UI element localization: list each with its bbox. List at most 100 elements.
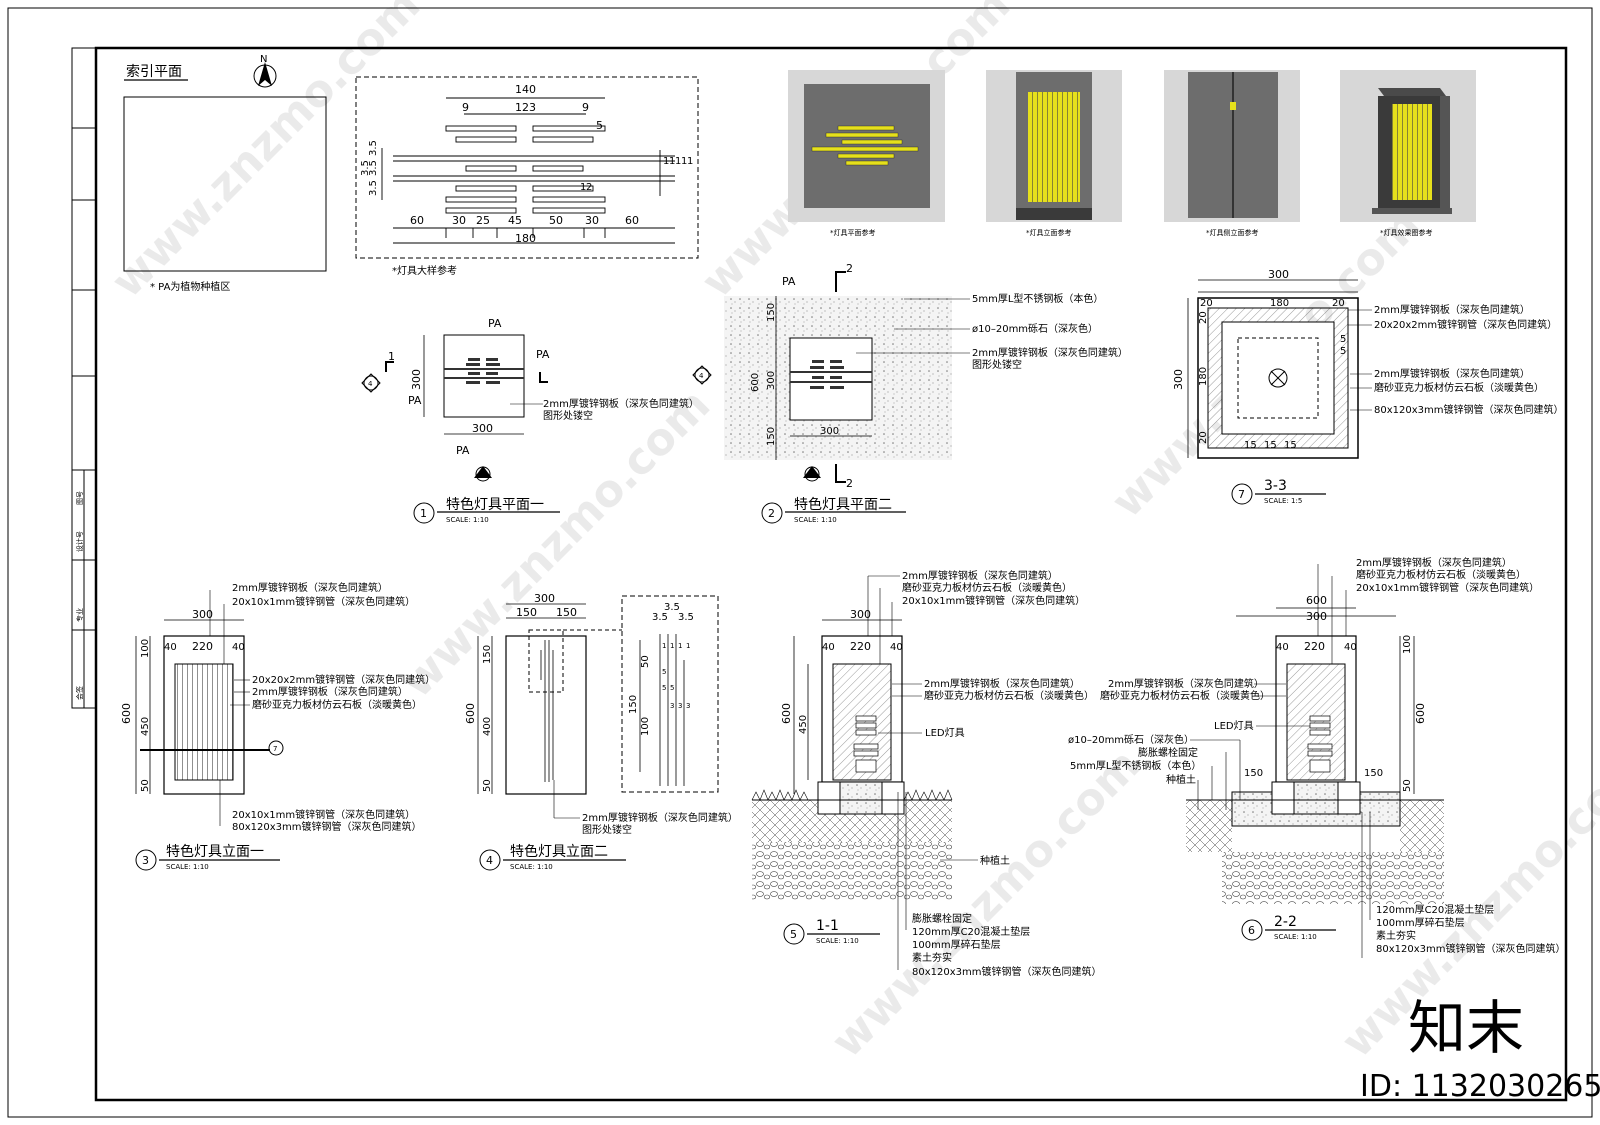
svg-text:220: 220 xyxy=(850,640,871,653)
svg-text:150: 150 xyxy=(628,695,639,714)
svg-text:ø10–20mm砾石（深灰色）: ø10–20mm砾石（深灰色） xyxy=(972,322,1098,335)
svg-text:300: 300 xyxy=(192,608,213,621)
svg-text:膨胀螺栓固定: 膨胀螺栓固定 xyxy=(1138,746,1198,759)
dim-label: 60 xyxy=(625,214,639,227)
svg-text:40: 40 xyxy=(890,642,903,653)
svg-text:20x10x1mm镀锌钢管（深灰色同建筑）: 20x10x1mm镀锌钢管（深灰色同建筑） xyxy=(232,595,415,608)
svg-text:PA: PA xyxy=(782,275,796,288)
svg-text:磨砂亚克力板材仿云石板（淡暖黄色）: 磨砂亚克力板材仿云石板（淡暖黄色） xyxy=(924,689,1094,702)
svg-text:图形处镂空: 图形处镂空 xyxy=(543,409,593,422)
svg-text:1: 1 xyxy=(678,642,682,650)
svg-text:4: 4 xyxy=(699,372,704,380)
svg-text:150: 150 xyxy=(766,427,777,446)
svg-text:20x10x1mm镀锌钢管（深灰色同建筑）: 20x10x1mm镀锌钢管（深灰色同建筑） xyxy=(902,594,1085,607)
index-plan: 索引平面 N * PA为植物种植区 xyxy=(123,54,327,293)
svg-text:40: 40 xyxy=(1344,642,1357,653)
svg-text:220: 220 xyxy=(1304,640,1325,653)
svg-text:600: 600 xyxy=(120,703,133,724)
svg-text:2mm厚镀锌钢板（深灰色同建筑）: 2mm厚镀锌钢板（深灰色同建筑） xyxy=(1356,556,1512,569)
svg-text:40: 40 xyxy=(232,642,245,653)
section-mark-icon: 3 xyxy=(474,466,492,482)
svg-text:图形处镂空: 图形处镂空 xyxy=(582,823,632,836)
title-block-label: 会签 xyxy=(75,686,84,700)
dim-label: 123 xyxy=(515,101,536,114)
dim-label: 140 xyxy=(515,83,536,96)
svg-text:3: 3 xyxy=(809,471,813,479)
svg-text:100: 100 xyxy=(140,639,151,658)
svg-text:150: 150 xyxy=(556,606,577,619)
svg-text:120mm厚C20混凝土垫层: 120mm厚C20混凝土垫层 xyxy=(1376,903,1494,916)
svg-text:450: 450 xyxy=(798,715,809,734)
dim-label: 25 xyxy=(476,214,490,227)
svg-text:2mm厚镀锌钢板（深灰色同建筑）: 2mm厚镀锌钢板（深灰色同建筑） xyxy=(902,569,1058,582)
svg-text:300: 300 xyxy=(1306,610,1327,623)
dim-label: 9 xyxy=(582,101,589,114)
section-2-2: 600 300 40 220 40 100 600 50 150 150 2mm… xyxy=(1068,556,1566,958)
svg-text:1: 1 xyxy=(420,507,427,520)
svg-text:15: 15 xyxy=(1284,440,1297,451)
lamp-detail: 140 123 9 9 5 3.5 3.5 3.5 3.5 1 1 1 1 1 … xyxy=(355,76,699,277)
dim-label: 30 xyxy=(585,214,599,227)
title-block-label: 图号 xyxy=(76,491,84,505)
ref-side-image: *灯具侧立面参考 xyxy=(1164,70,1300,237)
svg-text:7: 7 xyxy=(1238,488,1245,501)
dim-label: 30 xyxy=(452,214,466,227)
svg-text:300: 300 xyxy=(820,426,839,437)
svg-text:80x120x3mm镀锌钢管（深灰色同建筑）: 80x120x3mm镀锌钢管（深灰色同建筑） xyxy=(1374,403,1564,416)
svg-text:180: 180 xyxy=(1198,367,1209,386)
dim-label: 9 xyxy=(462,101,469,114)
svg-text:20x20x2mm镀锌钢管（深灰色同建筑）: 20x20x2mm镀锌钢管（深灰色同建筑） xyxy=(1374,318,1557,331)
svg-text:*灯具立面参考: *灯具立面参考 xyxy=(1026,228,1072,237)
svg-text:磨砂亚克力板材仿云石板（淡暖黄色）: 磨砂亚克力板材仿云石板（淡暖黄色） xyxy=(1356,568,1526,581)
svg-text:4: 4 xyxy=(486,854,493,867)
svg-text:600: 600 xyxy=(750,373,761,392)
svg-text:特色灯具平面二: 特色灯具平面二 xyxy=(794,496,892,513)
dim-label: 1 xyxy=(669,156,675,167)
dim-label: 2 xyxy=(586,182,592,193)
lamp-detail-caption: *灯具大样参考 xyxy=(392,264,457,277)
section-mark-icon: 4 xyxy=(692,365,712,385)
svg-text:100: 100 xyxy=(1402,635,1413,654)
svg-text:80x120x3mm镀锌钢管（深灰色同建筑）: 80x120x3mm镀锌钢管（深灰色同建筑） xyxy=(232,820,422,833)
lamp-symbol-icon xyxy=(1268,368,1288,388)
svg-text:80x120x3mm镀锌钢管（深灰色同建筑）: 80x120x3mm镀锌钢管（深灰色同建筑） xyxy=(912,965,1102,978)
svg-text:150: 150 xyxy=(516,606,537,619)
dim-label: 1 xyxy=(681,156,687,167)
svg-text:40: 40 xyxy=(1276,642,1289,653)
dim-label: 1 xyxy=(663,156,669,167)
svg-text:种植土: 种植土 xyxy=(1166,773,1196,786)
svg-text:2mm厚镀锌钢板（深灰色同建筑）: 2mm厚镀锌钢板（深灰色同建筑） xyxy=(582,811,738,824)
svg-text:3.5: 3.5 xyxy=(678,612,694,623)
svg-text:SCALE: 1:10: SCALE: 1:10 xyxy=(166,863,209,871)
svg-text:300: 300 xyxy=(766,371,777,390)
svg-text:50: 50 xyxy=(482,779,493,792)
svg-text:3: 3 xyxy=(686,702,690,710)
svg-text:150: 150 xyxy=(1244,768,1263,779)
watermark-text: www.znzmo.com xyxy=(102,0,430,308)
svg-text:*灯具平面参考: *灯具平面参考 xyxy=(830,228,876,237)
svg-text:5: 5 xyxy=(662,668,666,676)
svg-text:3: 3 xyxy=(142,854,149,867)
dim-label: 60 xyxy=(410,214,424,227)
svg-text:2mm厚镀锌钢板（深灰色同建筑）: 2mm厚镀锌钢板（深灰色同建筑） xyxy=(1374,367,1530,380)
svg-text:1-1: 1-1 xyxy=(816,918,839,934)
dim-label: 3.5 xyxy=(368,180,379,196)
svg-text:特色灯具立面二: 特色灯具立面二 xyxy=(510,843,608,860)
svg-text:SCALE: 1:10: SCALE: 1:10 xyxy=(816,937,859,945)
svg-text:SCALE: 1:10: SCALE: 1:10 xyxy=(446,516,489,524)
svg-text:SCALE: 1:10: SCALE: 1:10 xyxy=(1274,933,1317,941)
svg-text:PA: PA xyxy=(408,394,422,407)
svg-text:6: 6 xyxy=(1248,924,1255,937)
svg-text:SCALE: 1:10: SCALE: 1:10 xyxy=(794,516,837,524)
svg-text:220: 220 xyxy=(192,640,213,653)
svg-text:300: 300 xyxy=(410,369,423,390)
index-plan-note: * PA为植物种植区 xyxy=(150,280,230,293)
svg-text:2mm厚镀锌钢板（深灰色同建筑）: 2mm厚镀锌钢板（深灰色同建筑） xyxy=(543,397,699,410)
svg-text:3.5: 3.5 xyxy=(664,602,680,613)
watermark-text: www.znzmo.com xyxy=(392,379,720,707)
title-block-label: 专业 xyxy=(75,608,84,622)
svg-text:50: 50 xyxy=(640,655,651,668)
svg-text:5: 5 xyxy=(662,684,666,692)
dim-label: 180 xyxy=(515,232,536,245)
dim-label: 3.5 xyxy=(360,160,371,176)
